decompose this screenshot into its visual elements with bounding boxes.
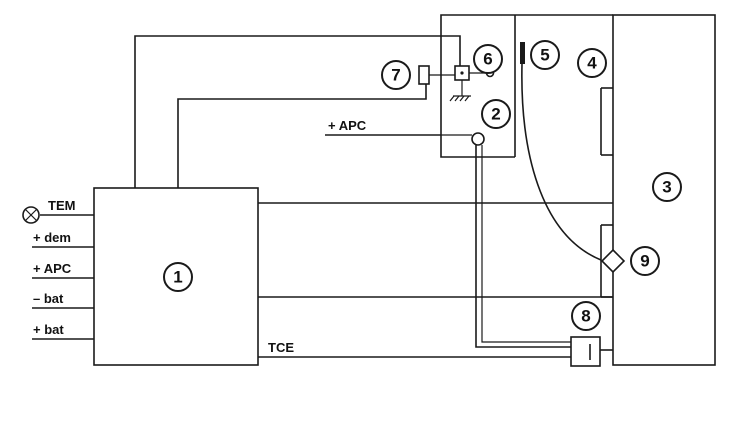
callout-6: 6 [483, 50, 492, 69]
wire-sensor-2-to-8-b [481, 145, 571, 343]
connector-8-box [570, 336, 601, 367]
callout-5: 5 [540, 46, 549, 65]
warning-lamp-icon [22, 206, 40, 224]
label-tem: TEM [48, 198, 75, 213]
callout-3-circle [652, 172, 682, 202]
callout-1: 1 [173, 268, 182, 287]
label-neg-bat: – bat [33, 291, 64, 306]
connector-4 [600, 87, 613, 156]
callout-8-circle [571, 301, 601, 331]
callout-8: 8 [581, 307, 590, 326]
wire-sensor-2-to-8 [475, 145, 571, 348]
label-pos-bat: + bat [33, 322, 64, 337]
callout-9: 9 [640, 252, 649, 271]
wire-to-housing [177, 84, 427, 188]
label-apc-top: + APC [328, 118, 367, 133]
pad-5-bar [520, 42, 525, 64]
sensor-9-diamond [600, 248, 626, 274]
callout-3: 3 [662, 178, 671, 197]
callout-4: 4 [587, 54, 597, 73]
upper-housing [440, 14, 515, 158]
sensor-7-block [418, 65, 430, 85]
label-dem: + dem [33, 230, 71, 245]
callout-5-circle [530, 40, 560, 70]
wire-to-sensor-7 [134, 35, 461, 188]
sensor-2-circle [471, 132, 485, 146]
label-tce: TCE [268, 340, 294, 355]
wear-wire-5-to-9 [521, 63, 602, 261]
callout-2: 2 [491, 105, 500, 124]
callout-7-circle [381, 60, 411, 90]
callout-6-circle [473, 44, 503, 74]
callout-2-circle [481, 99, 511, 129]
callout-7: 7 [391, 66, 400, 85]
label-apc: + APC [33, 261, 72, 276]
callout-4-circle [577, 48, 607, 78]
callout-9-circle [630, 246, 660, 276]
callout-1-circle [163, 262, 193, 292]
switch-6-icon [449, 65, 495, 102]
